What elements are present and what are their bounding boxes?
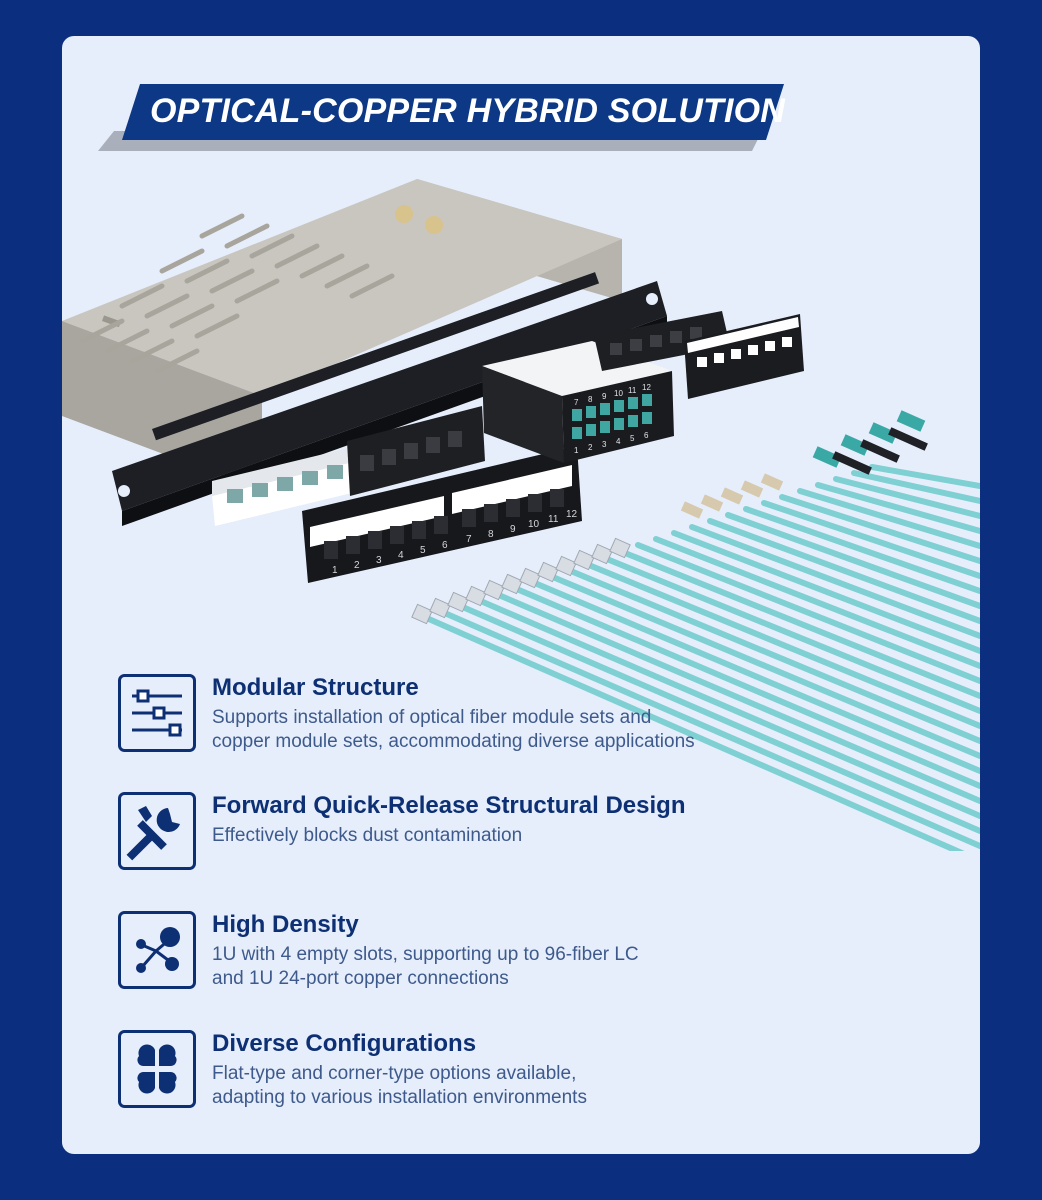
copper-port-number: 5 [420,545,426,556]
copper-port-number: 1 [332,565,338,576]
copper-port-number: 3 [376,555,382,566]
banner-shape [98,84,784,151]
fiber-port-number: 2 [588,443,593,452]
black-copper-module [347,406,485,496]
network-icon [118,911,196,989]
fiber-port-number: 12 [642,383,651,392]
feature-desc-line: and 1U 24-port copper connections [212,968,509,989]
copper-port-number: 8 [488,529,494,540]
copper-port-number: 9 [510,524,516,535]
small-port-panel [684,314,804,399]
fiber-port-number: 7 [574,398,579,407]
feature-desc-line: Effectively blocks dust contamination [212,825,523,846]
sliders-icon [118,674,196,752]
copper-port-number: 10 [528,519,540,530]
fiber-cassette: 1 2 3 4 5 6 7 8 9 10 11 12 [482,341,674,463]
feature-title: High Density [212,911,359,938]
fiber-port-number: 6 [644,431,649,440]
fiber-cables [419,464,980,851]
fiber-port-number: 4 [616,437,621,446]
tools-icon [118,792,196,870]
grid-icon [118,1030,196,1108]
feature-title: Modular Structure [212,674,419,701]
feature-description: Flat-type and corner-type options availa… [212,1062,772,1110]
title-banner: OPTICAL-COPPER HYBRID SOLUTION [62,36,980,166]
copper-port-panel: 1 2 3 4 5 6 7 8 9 10 11 12 [302,446,582,583]
rj45-connectors [411,537,631,625]
feature-title: Forward Quick-Release Structural Design [212,792,686,819]
feature-description: Effectively blocks dust contamination [212,824,772,848]
feature-quick-release: Forward Quick-Release Structural Design … [118,792,918,882]
feature-description: 1U with 4 empty slots, supporting up to … [212,943,772,991]
copper-port-number: 4 [398,550,404,561]
product-illustration: 1 2 3 4 5 6 7 8 9 10 11 12 [62,179,980,851]
feature-high-density: High Density 1U with 4 empty slots, supp… [118,911,918,1001]
feature-desc-line: 1U with 4 empty slots, supporting up to … [212,944,639,965]
feature-description: Supports installation of optical fiber m… [212,706,772,754]
feature-title: Diverse Configurations [212,1030,477,1057]
copper-port-number: 7 [466,534,472,545]
feature-desc-line: adapting to various installation environ… [212,1087,587,1108]
lc-connectors [680,473,784,519]
fiber-port-number: 3 [602,440,607,449]
copper-port-number: 6 [442,540,448,551]
feature-desc-line: Supports installation of optical fiber m… [212,707,652,728]
feature-diverse-configurations: Diverse Configurations Flat-type and cor… [118,1030,918,1120]
white-copper-module [212,446,360,526]
black-adapter-strip [594,311,730,371]
mpo-connectors [812,410,928,475]
feature-modular-structure: Modular Structure Supports installation … [118,674,918,764]
copper-port-number: 2 [354,560,360,571]
fiber-port-number: 11 [628,386,637,395]
copper-port-number: 11 [548,514,559,525]
content-card: OPTICAL-COPPER HYBRID SOLUTION [62,36,980,1154]
feature-desc-line: copper module sets, accommodating divers… [212,731,695,752]
tray-vents [79,213,395,374]
feature-desc-line: Flat-type and corner-type options availa… [212,1063,577,1084]
fiber-port-number: 10 [614,389,623,398]
copper-port-number: 12 [566,509,578,520]
fiber-port-number: 8 [588,395,593,404]
fiber-port-number: 9 [602,392,607,401]
fiber-port-number: 1 [574,446,579,455]
page-title: OPTICAL-COPPER HYBRID SOLUTION [150,92,786,130]
fiber-port-number: 5 [630,434,635,443]
